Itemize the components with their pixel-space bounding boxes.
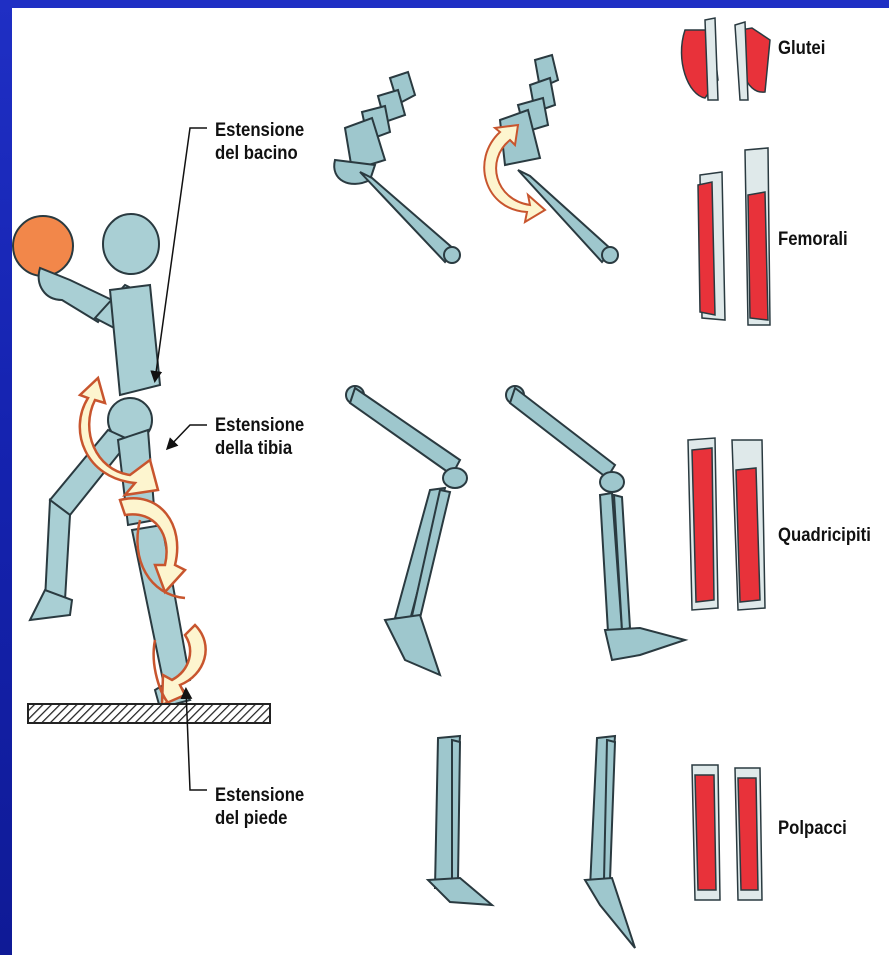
quadriceps-label: Quadricipiti xyxy=(778,525,871,548)
pelvis-pointer xyxy=(155,128,207,380)
foot-extension-line1: Estensione xyxy=(215,785,304,808)
skeleton-pelvis-2 xyxy=(500,55,618,263)
foot-extension-line2: del piede xyxy=(215,808,304,831)
glutes-label: Glutei xyxy=(778,38,825,61)
pelvis-extension-line1: Estensione xyxy=(215,120,304,143)
muscle-glutes xyxy=(682,18,770,100)
muscle-hamstrings xyxy=(698,148,770,325)
player-torso xyxy=(110,285,160,395)
pelvis-extension-label: Estensione del bacino xyxy=(215,120,304,166)
player-head xyxy=(103,214,159,274)
skeleton-leg-1 xyxy=(346,386,467,675)
tibia-extension-label: Estensione della tibia xyxy=(215,415,304,461)
tibia-pointer xyxy=(168,425,207,448)
ball xyxy=(13,216,73,276)
calves-label: Polpacci xyxy=(778,818,847,841)
skeleton-lower-leg-2 xyxy=(585,736,635,948)
tibia-extension-line1: Estensione xyxy=(215,415,304,438)
muscle-quadriceps xyxy=(688,438,765,610)
foot-extension-label: Estensione del piede xyxy=(215,785,304,831)
hamstrings-label: Femorali xyxy=(778,229,848,252)
muscle-calves xyxy=(692,765,762,900)
pelvis-extension-line2: del bacino xyxy=(215,143,304,166)
skeleton-leg-2 xyxy=(506,386,685,660)
skeleton-lower-leg-1 xyxy=(428,736,492,905)
skeleton-pelvis-1 xyxy=(334,72,460,263)
ground-hatch xyxy=(28,704,270,723)
tibia-extension-line2: della tibia xyxy=(215,438,304,461)
